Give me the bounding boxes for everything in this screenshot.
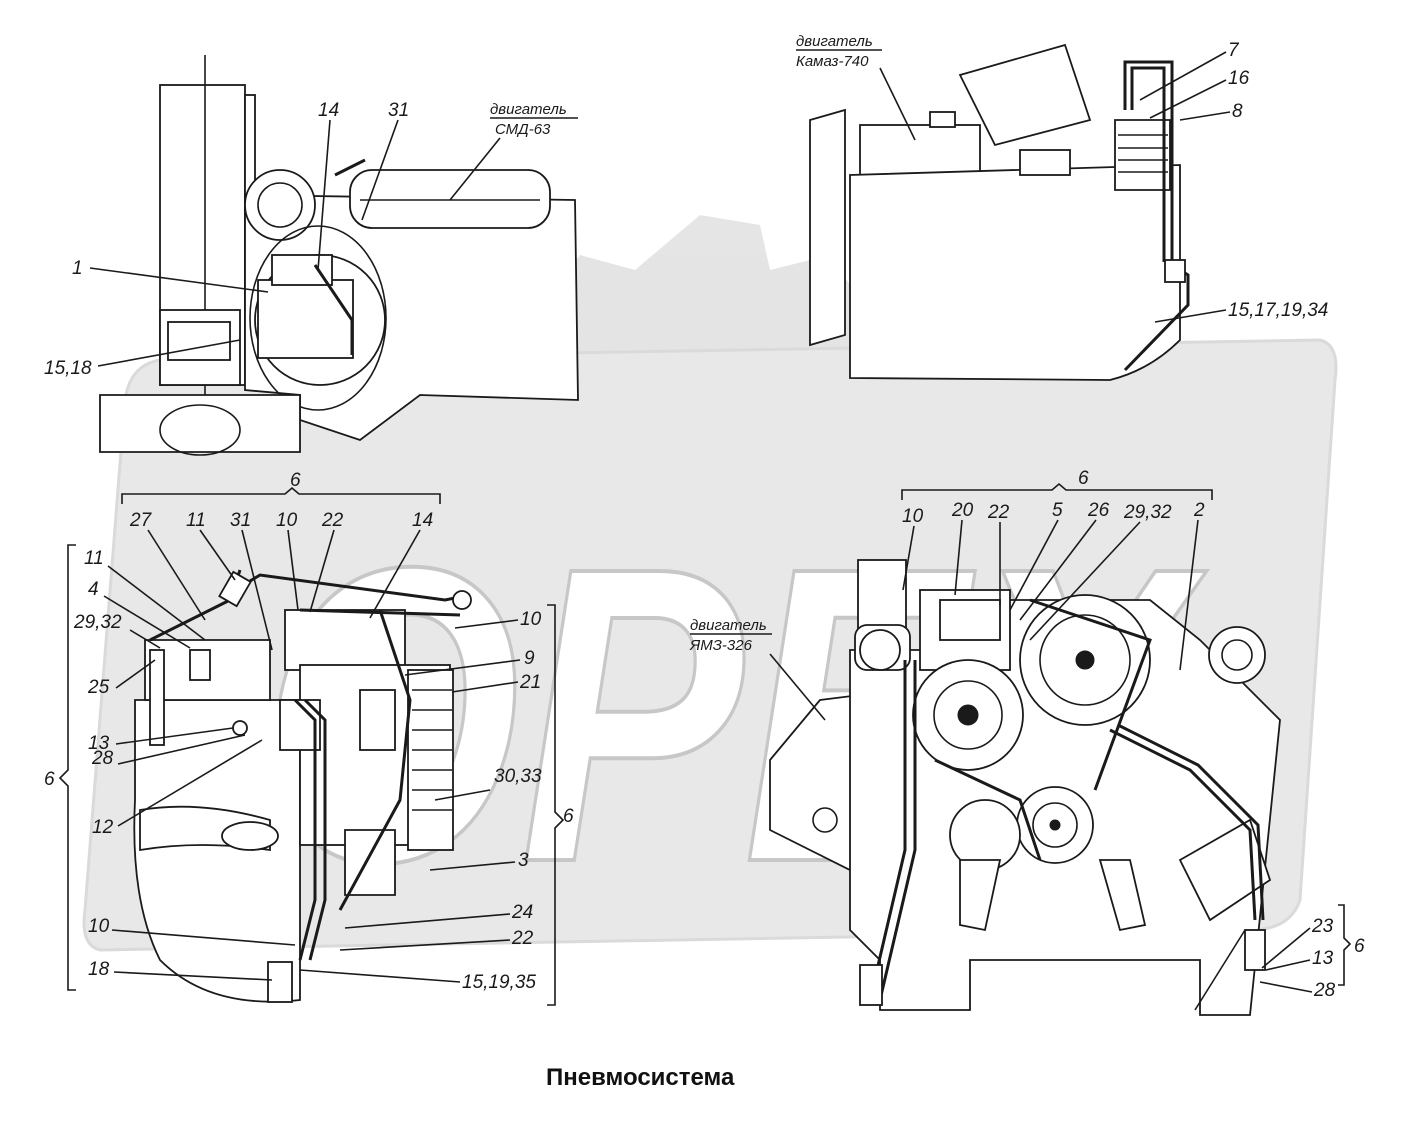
brace-top-right: 6 — [901, 468, 1213, 500]
brace-left: 6 — [44, 544, 76, 991]
callout-25: 25 — [87, 677, 110, 698]
brace-top-left: 6 — [121, 470, 441, 504]
callout-10: 10 — [902, 506, 924, 527]
brace-right-bottom-left: 6 — [547, 604, 574, 1006]
callout-20: 20 — [951, 500, 974, 521]
brace-label-right-bottom: 6 — [1354, 936, 1365, 957]
callout-10-top: 10 — [276, 510, 298, 531]
brace-label-top-left: 6 — [290, 470, 301, 491]
callout-5: 5 — [1052, 500, 1063, 521]
callout-11-left: 11 — [84, 548, 104, 569]
callout-22: 22 — [987, 502, 1010, 523]
callout-3: 3 — [518, 850, 529, 871]
brace-label-right: 6 — [563, 806, 574, 827]
brace-right-bottom-right: 6 — [1338, 904, 1365, 986]
engine-label-yamz326-line2: ЯМЗ-326 — [689, 637, 753, 654]
engine-block-kamaz740 — [809, 43, 1181, 381]
compressor-zoom-circle — [249, 158, 387, 411]
callout-4: 4 — [88, 579, 99, 600]
callout-29-32: 29,32 — [73, 612, 122, 633]
engine-label-kamaz740-line2: Камаз-740 — [796, 53, 869, 70]
diagram-caption: Пневмосистема — [546, 1064, 735, 1091]
view-bottom-right: 6 6 — [689, 468, 1365, 1016]
air-pipes-bottom-left — [149, 569, 472, 1003]
callout-8: 8 — [1232, 101, 1243, 122]
air-pipes-bottom-right — [859, 660, 1266, 1011]
callout-11-top: 11 — [186, 510, 206, 531]
callout-12: 12 — [92, 817, 114, 838]
callout-13: 13 — [1312, 948, 1334, 969]
callout-31: 31 — [388, 100, 409, 121]
callout-2: 2 — [1193, 500, 1205, 521]
callout-1: 1 — [72, 258, 83, 279]
callout-16: 16 — [1228, 68, 1250, 89]
air-pipe-kamaz — [1123, 60, 1190, 372]
callout-28: 28 — [91, 748, 114, 769]
callout-10-right: 10 — [520, 609, 542, 630]
engine-label-yamz326-line1: двигатель — [690, 617, 767, 634]
callout-9: 9 — [524, 648, 535, 669]
callout-21: 21 — [519, 672, 541, 693]
callout-15-17-19-34: 15,17,19,34 — [1228, 300, 1328, 321]
callout-27: 27 — [129, 510, 153, 531]
callout-14: 14 — [318, 100, 339, 121]
engine-label-smd63-line2: СМД-63 — [495, 121, 551, 138]
frame-rail — [99, 394, 301, 456]
engine-label-smd63-line1: двигатель — [490, 101, 567, 118]
callout-15-18: 15,18 — [44, 358, 92, 379]
callout-30-33: 30,33 — [494, 766, 542, 787]
callout-15-19-35: 15,19,35 — [462, 972, 536, 993]
callout-7: 7 — [1228, 40, 1240, 61]
callout-23: 23 — [1311, 916, 1334, 937]
callout-14: 14 — [412, 510, 433, 531]
view-top-left: двигатель СМД-63 14 31 1 15,18 — [44, 55, 579, 456]
engine-label-kamaz740-line1: двигатель — [796, 33, 873, 50]
callout-26: 26 — [1087, 500, 1110, 521]
view-top-right: двигатель Камаз-740 7 16 8 15,17,19,34 — [796, 33, 1328, 381]
callout-10-bottom: 10 — [88, 916, 110, 937]
view-bottom-left: 6 6 6 — [44, 470, 574, 1006]
brace-label-left: 6 — [44, 769, 55, 790]
callout-22-top: 22 — [321, 510, 344, 531]
callout-31: 31 — [230, 510, 251, 531]
engine-front-yamz326 — [769, 559, 1281, 1016]
callout-29-32: 29,32 — [1123, 502, 1172, 523]
callout-28: 28 — [1313, 980, 1336, 1001]
callout-18: 18 — [88, 959, 110, 980]
callout-24: 24 — [511, 902, 533, 923]
callout-13: 13 — [88, 733, 110, 754]
callout-22-bottom: 22 — [511, 928, 534, 949]
brace-label-top-right: 6 — [1078, 468, 1089, 489]
